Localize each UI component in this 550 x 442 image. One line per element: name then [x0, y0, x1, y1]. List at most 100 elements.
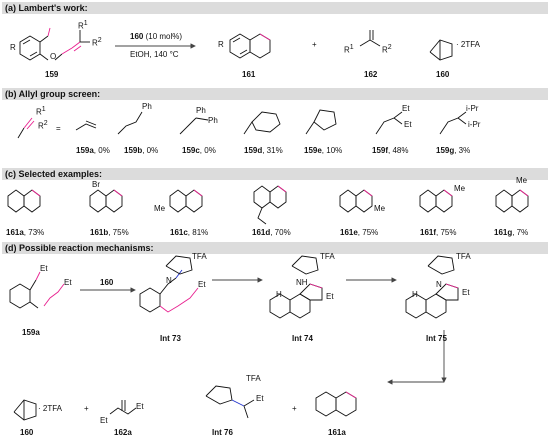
label-159: 159	[45, 70, 59, 79]
conditions: EtOH, 140 °C	[130, 50, 179, 59]
int74-h: H	[276, 290, 282, 299]
sub-R: R	[10, 43, 16, 52]
ipr-159g: i-Pr	[466, 104, 479, 113]
mech-arrow-reagent: 160	[100, 278, 114, 287]
section-d-header: (d) Possible reaction mechanisms:	[2, 242, 548, 254]
mech-int75	[405, 255, 459, 319]
sub-R1-label: R1	[78, 20, 88, 31]
allyl-159a	[75, 120, 97, 131]
int73-et: Et	[198, 280, 206, 289]
structure-160	[429, 39, 453, 61]
structure-161	[229, 33, 271, 59]
ph-159c: Ph	[196, 106, 206, 115]
ex-161f: 161f, 75%	[420, 228, 457, 237]
int75-tfa: TFA	[456, 252, 471, 261]
mech-162a	[109, 400, 137, 415]
ph-159c-2: Ph	[208, 116, 218, 125]
mech-160	[13, 399, 37, 421]
int75-n: N	[436, 280, 442, 289]
ex-161a: 161a, 73%	[6, 228, 45, 237]
label-int75: Int 75	[426, 334, 447, 343]
equals: =	[56, 124, 61, 133]
int74-et: Et	[326, 292, 334, 301]
plus-a: +	[312, 40, 317, 49]
sub-me-f: Me	[454, 184, 466, 193]
sub-me-e: Me	[374, 204, 386, 213]
ket-R2: R2	[382, 44, 392, 55]
screen-159e: 159e, 10%	[304, 146, 343, 155]
label-int73: Int 73	[160, 334, 181, 343]
int76-tfa: TFA	[246, 374, 261, 383]
et-159f: Et	[402, 104, 410, 113]
label-162: 162	[364, 70, 378, 79]
salt-160: · 2TFA	[456, 40, 481, 49]
allyl-159b	[117, 111, 143, 135]
label-int76: Int 76	[212, 428, 233, 437]
mech-159a	[9, 271, 65, 309]
mech-160-salt: · 2TFA	[38, 404, 63, 413]
mech-int73	[139, 255, 199, 313]
screen-159f: 159f, 48%	[372, 146, 409, 155]
int73-tfa: TFA	[192, 252, 207, 261]
mech-int74	[269, 255, 323, 319]
structure-162	[359, 30, 381, 47]
mech-plus1: +	[84, 404, 89, 413]
int75-et: Et	[462, 288, 470, 297]
mech-label-160: 160	[20, 428, 34, 437]
int73-n: N	[166, 276, 172, 285]
prod-R: R	[218, 40, 224, 49]
int74-tfa: TFA	[320, 252, 335, 261]
ph-159b: Ph	[142, 102, 152, 111]
screen-159d: 159d, 31%	[244, 146, 283, 155]
label-161: 161	[242, 70, 256, 79]
allyl-R2: R2	[38, 120, 48, 131]
ket-et1: Et	[100, 416, 108, 425]
label-160: 160	[436, 70, 450, 79]
allyl-159f	[375, 111, 403, 135]
mech-int76	[205, 385, 255, 419]
ex-161d: 161d, 70%	[252, 228, 291, 237]
ex-161g: 161g, 7%	[494, 228, 529, 237]
screen-159g: 159g, 3%	[436, 146, 471, 155]
ket-et2: Et	[136, 402, 144, 411]
sub-br: Br	[92, 180, 100, 189]
mech-plus2: +	[292, 404, 297, 413]
label-int74: Int 74	[292, 334, 313, 343]
ipr-159g-2: i-Pr	[468, 120, 481, 129]
catalyst-loading: 160 (10 mol%)	[130, 32, 183, 41]
allyl-R1: R1	[36, 106, 46, 117]
sub-me-g: Me	[516, 176, 528, 185]
int74-n: NH	[296, 278, 308, 287]
generic-allyl	[17, 117, 35, 139]
mech-161a	[315, 391, 357, 417]
section-a-header: (a) Lambert's work:	[2, 2, 548, 14]
mech-et1: Et	[40, 264, 48, 273]
allyl-159d	[243, 111, 281, 135]
allyl-159e	[305, 109, 337, 135]
sub-R2-label: R2	[92, 37, 102, 48]
ex-161b: 161b, 75%	[90, 228, 129, 237]
et-159f-2: Et	[404, 120, 412, 129]
section-c-header: (c) Selected examples:	[2, 168, 548, 180]
int76-et: Et	[256, 394, 264, 403]
screen-159a: 159a, 0%	[76, 146, 110, 155]
screen-159b: 159b, 0%	[124, 146, 159, 155]
allyl-159g	[439, 111, 467, 135]
mech-label-161a: 161a	[328, 428, 346, 437]
mech-label-162a: 162a	[114, 428, 132, 437]
int75-h: H	[412, 290, 418, 299]
section-b-header: (b) Allyl group screen:	[2, 88, 548, 100]
sub-O: O	[50, 52, 57, 61]
structure-159	[19, 27, 90, 61]
allyl-159c	[179, 117, 209, 135]
ket-R1: R1	[344, 44, 354, 55]
sub-me-c: Me	[154, 204, 166, 213]
mech-et2: Et	[64, 278, 72, 287]
example-structures	[7, 185, 529, 225]
ex-161c: 161c, 81%	[170, 228, 209, 237]
mech-label-159a: 159a	[22, 328, 40, 337]
ex-161e: 161e, 75%	[340, 228, 379, 237]
screen-159c: 159c, 0%	[182, 146, 216, 155]
